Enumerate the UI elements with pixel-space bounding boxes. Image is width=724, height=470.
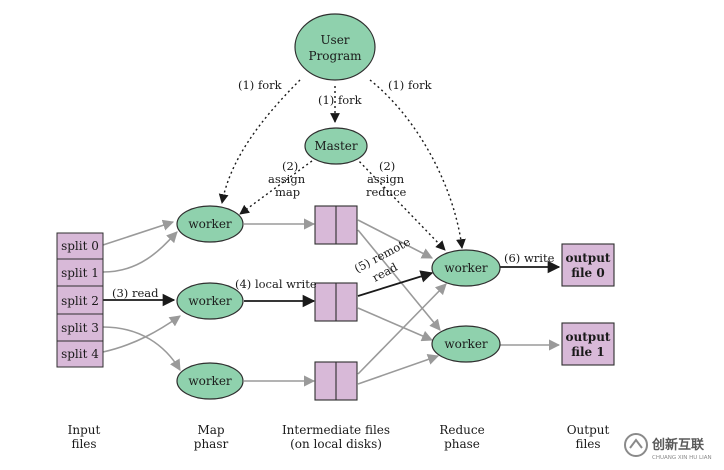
col-intermediate-line2: (on local disks) [290,437,382,451]
split-1-label: split 1 [61,266,99,280]
output-file-1-line1: output [566,330,611,344]
output-file-1: output file 1 [561,322,615,366]
arrow-split3-worker3 [102,326,181,371]
col-map-line2: phasr [194,437,229,451]
fork-mid-label: (1) fork [318,93,363,107]
output-file-0-line2: file 0 [571,266,604,280]
local-write-label: (4) local write [235,277,317,291]
arrow-inter1-reducer2 [357,229,441,331]
col-output-line1: Output [567,423,610,437]
map-worker-1-label: worker [188,217,232,231]
arrow-assign-map [239,157,317,215]
input-splits: split 0 split 1 split 2 split 3 split 4 [56,232,104,368]
assign-map-line1: (2) [282,159,298,173]
arrow-inter1-reducer1 [357,219,433,259]
assign-map-line2: assign [268,172,306,186]
split-0-label: split 0 [61,239,99,253]
fork-right-label: (1) fork [388,78,433,92]
reduce-worker-1: worker [431,249,501,287]
reduce-worker-2: worker [431,325,501,363]
output-file-1-line2: file 1 [571,345,604,359]
arrow-split4-worker2 [102,315,181,353]
reduce-worker-2-label: worker [444,337,488,351]
col-input-line2: files [71,437,96,451]
col-output-line2: files [575,437,600,451]
reduce-worker-1-label: worker [444,261,488,275]
intermediate-file-1 [314,205,358,245]
arrow-inter3-reducer1 [357,283,447,375]
col-input-line1: Input [68,423,101,437]
arrow-inter2-reducer1 [357,270,434,297]
fork-left-label: (1) fork [238,78,283,92]
intermediate-file-2 [314,282,358,322]
write-label: (6) write [504,251,555,265]
watermark-text: 创新互联 [651,437,704,453]
arrow-inter2-reducer2 [357,307,434,342]
arrow-assign-reduce [355,157,446,251]
map-worker-3-label: worker [188,374,232,388]
map-worker-2: worker [176,282,244,320]
assign-map-line3: map [275,185,300,199]
user-program-line2: Program [309,49,363,63]
map-worker-3: worker [176,362,244,400]
watermark-subtext: CHUANG XIN HU LIAN [652,455,712,461]
col-reduce-line2: phase [444,437,480,451]
col-reduce-line1: Reduce [439,423,484,437]
col-intermediate-line1: Intermediate files [282,423,390,437]
user-program-node: User Program [294,13,376,81]
master-node: Master [304,127,368,165]
map-worker-1: worker [176,205,244,243]
master-label: Master [314,139,358,153]
assign-reduce-line3: reduce [366,185,407,199]
output-file-0-line1: output [566,251,611,265]
col-map-line1: Map [197,423,224,437]
split-4-label: split 4 [61,347,99,361]
split-2-label: split 2 [61,294,99,308]
user-program-line1: User [320,33,349,47]
arrow-split0-worker1 [102,219,175,246]
watermark: 创新互联 CHUANG XIN HU LIAN [624,433,712,461]
output-file-0: output file 0 [561,243,615,287]
split-3-label: split 3 [61,321,99,335]
intermediate-file-3 [314,361,358,401]
arrow-split1-worker1 [102,231,178,273]
watermark-logo-icon [624,433,648,457]
assign-reduce-line1: (2) [379,159,395,173]
read-label: (3) read [112,286,159,300]
arrow-inter3-reducer2 [357,354,440,385]
assign-reduce-line2: assign [367,172,405,186]
map-worker-2-label: worker [188,294,232,308]
